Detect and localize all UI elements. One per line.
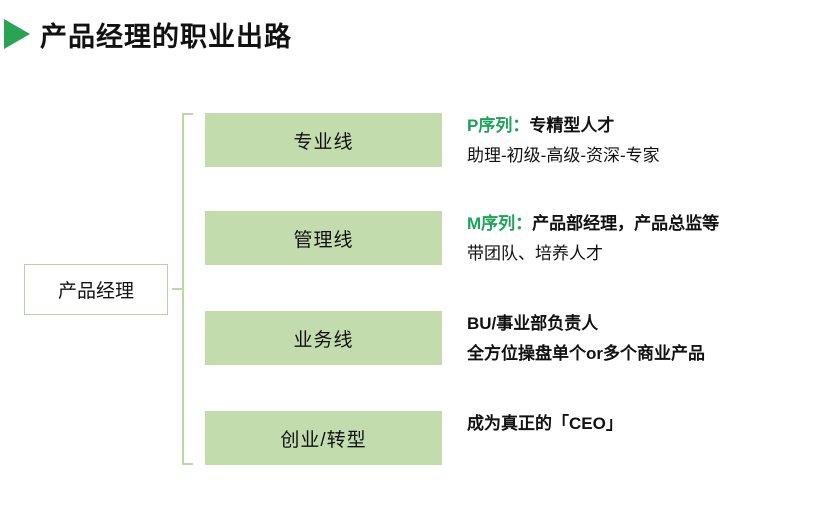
branch-detail-management: M序列：产品部经理，产品总监等 带团队、培养人才 [467,209,816,269]
branch-detail-line-1-rest: 专精型人才 [529,116,615,135]
page-title-row: 产品经理的职业出路 [0,10,816,58]
branch-detail-line-2: 带团队、培养人才 [467,244,603,263]
branch-detail-line-1-rest: 产品部经理，产品总监等 [532,214,720,233]
branch-box-startup[interactable]: 创业/转型 [205,411,442,465]
root-node-product-manager[interactable]: 产品经理 [24,264,168,315]
branch-detail-line-2: 全方位操盘单个or多个商业产品 [467,344,705,363]
branch-detail-line-1: M序列：产品部经理，产品总监等 [467,209,816,239]
branch-detail-line-1: 成为真正的「CEO」 [467,409,816,439]
branch-accent-prefix: P序列： [467,116,530,135]
root-node-label: 产品经理 [57,281,134,302]
branch-box-label: 业务线 [293,329,354,351]
branch-detail-startup: 成为真正的「CEO」 [467,409,816,469]
page-title: 产品经理的职业出路 [40,21,292,52]
branch-box-label: 创业/转型 [280,429,367,451]
bracket-tick-stem [172,288,184,290]
bracket-tick-bottom [182,463,193,465]
branch-detail-line-2: 助理-初级-高级-资深-专家 [467,146,660,165]
branch-box-management[interactable]: 管理线 [205,211,442,265]
branch-detail-line-1-rest: BU/事业部负责人 [467,314,599,333]
branch-row: 业务线 BU/事业部负责人 全方位操盘单个or多个商业产品 [205,311,816,365]
branch-row: 管理线 M序列：产品部经理，产品总监等 带团队、培养人才 [205,211,816,265]
branch-box-label: 管理线 [293,229,354,251]
branch-row: 专业线 P序列：专精型人才 助理-初级-高级-资深-专家 [205,113,816,167]
bracket-connector [168,113,206,465]
branch-detail-line-1: BU/事业部负责人 [467,309,816,339]
branch-detail-line-1: P序列：专精型人才 [467,111,816,141]
branch-box-professional[interactable]: 专业线 [205,113,442,167]
branch-accent-prefix: M序列： [467,214,533,233]
branch-row: 创业/转型 成为真正的「CEO」 [205,411,816,465]
bracket-tick-top [182,113,193,115]
branch-detail-business: BU/事业部负责人 全方位操盘单个or多个商业产品 [467,309,816,369]
branch-detail-line-1-rest: 成为真正的「CEO」 [467,414,623,433]
triangle-right-icon [4,19,30,49]
branch-box-business[interactable]: 业务线 [205,311,442,365]
branch-detail-professional: P序列：专精型人才 助理-初级-高级-资深-专家 [467,111,816,171]
branch-box-label: 专业线 [293,131,354,153]
